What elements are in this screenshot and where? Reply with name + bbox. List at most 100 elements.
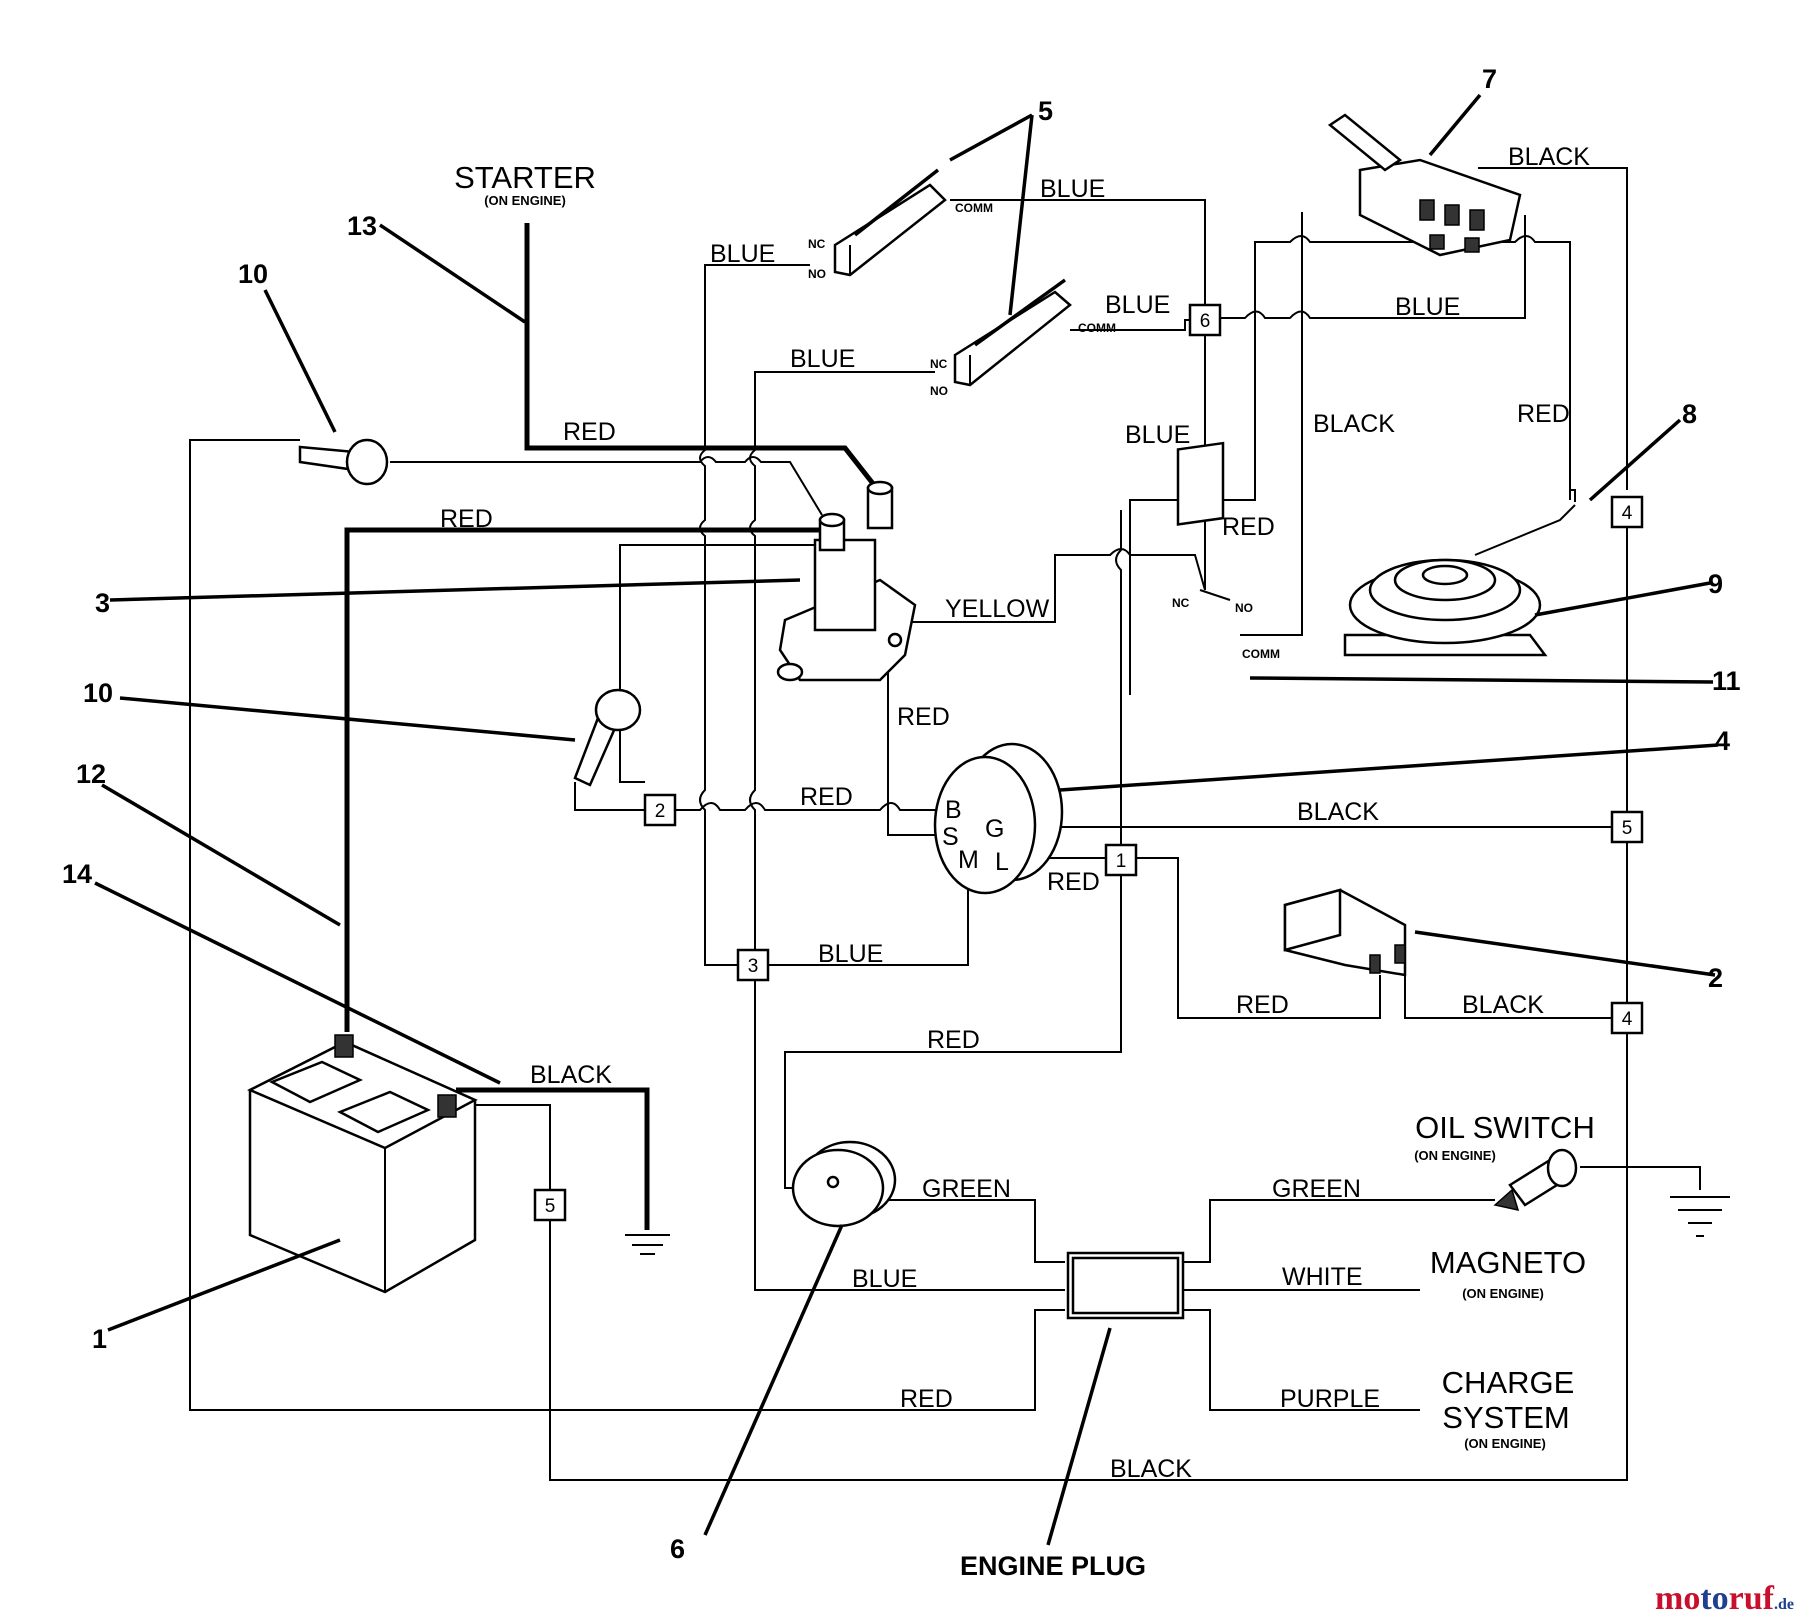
svg-text:L: L — [995, 848, 1009, 876]
wire-blue-3-down — [754, 980, 1065, 1291]
wire-blue-comm2 — [1070, 319, 1190, 331]
svg-text:NC: NC — [1172, 596, 1190, 610]
starter-label: STARTER — [454, 160, 596, 195]
starter-solenoid — [776, 480, 917, 682]
wire-label: RED — [1236, 991, 1289, 1019]
starter-sublabel: (ON ENGINE) — [484, 193, 566, 208]
wire-label: PURPLE — [1280, 1385, 1380, 1413]
connector-2: 2 — [643, 793, 677, 827]
brake-switch: NC NO COMM — [1172, 441, 1280, 661]
wire-label: BLACK — [1313, 410, 1395, 438]
wire-label: BLACK — [1462, 991, 1544, 1019]
plunger-switch-mid — [573, 688, 642, 787]
callout-5: 5 — [1038, 96, 1053, 126]
wire-blue-sw2 — [749, 371, 935, 950]
wire-label: GREEN — [1272, 1175, 1361, 1203]
engine-plug — [1066, 1251, 1185, 1320]
wire-label: BLACK — [530, 1061, 612, 1089]
wire-1-right — [1136, 857, 1381, 1019]
svg-text:5: 5 — [545, 1196, 556, 1217]
svg-text:NC: NC — [930, 357, 948, 371]
watermark-part: mo — [1655, 1580, 1701, 1617]
callout-7: 7 — [1482, 64, 1497, 94]
wire-red-ignition — [675, 802, 940, 811]
svg-text:NO: NO — [930, 384, 948, 398]
wire-black-no — [1240, 212, 1303, 636]
watermark-part: to — [1700, 1580, 1729, 1617]
connector-3: 3 — [736, 948, 770, 982]
wire-label: GREEN — [922, 1175, 1011, 1203]
wire-purple — [1183, 1309, 1420, 1411]
connector-4-top: 4 — [1610, 495, 1644, 529]
wire-battery-5 — [460, 1104, 551, 1190]
wire-label: BLUE — [1395, 293, 1460, 321]
svg-text:COMM: COMM — [1242, 647, 1280, 661]
light-switch — [1327, 113, 1522, 257]
wire-label: YELLOW — [945, 595, 1050, 623]
svg-text:B: B — [945, 796, 962, 824]
wire-red-solenoid-down — [887, 670, 940, 836]
callout-numbers: 1 2 3 4 5 6 7 8 9 10 10 11 12 13 14 — [62, 64, 1741, 1564]
battery — [247, 1034, 478, 1294]
connector-5-battery: 5 — [533, 1188, 567, 1222]
callout-13: 13 — [347, 211, 377, 241]
callout-10-top: 10 — [238, 259, 268, 289]
wire-label: RED — [1222, 513, 1275, 541]
watermark-part: ruf — [1728, 1580, 1774, 1617]
svg-text:4: 4 — [1622, 1009, 1633, 1030]
watermark-logo: motoruf.de — [1655, 1580, 1794, 1618]
svg-text:NO: NO — [808, 267, 826, 281]
wire-red-sol-left — [619, 544, 823, 783]
connectors: 6 4 2 5 1 3 4 5 — [533, 303, 1644, 1222]
callout-12: 12 — [76, 759, 106, 789]
svg-text:COMM: COMM — [1078, 321, 1116, 335]
leader-lines — [94, 93, 1719, 1546]
wire-green-left — [880, 1199, 1065, 1263]
connector-6: 6 — [1188, 303, 1222, 337]
wire-label: RED — [440, 505, 493, 533]
svg-text:4: 4 — [1622, 503, 1633, 524]
wire-label: BLACK — [1508, 143, 1590, 171]
magneto-sublabel: (ON ENGINE) — [1462, 1286, 1544, 1301]
callout-10-mid: 10 — [83, 678, 113, 708]
wire-label: BLUE — [1125, 421, 1190, 449]
wire-green-right — [1183, 1199, 1495, 1263]
wire-label: BLUE — [818, 940, 883, 968]
wire-starter — [524, 223, 880, 492]
svg-text:COMM: COMM — [955, 201, 993, 215]
wire-red-limit — [1130, 554, 1206, 591]
wire-label: BLACK — [1297, 798, 1379, 826]
wire-label: RED — [927, 1026, 980, 1054]
charge-label: CHARGE — [1442, 1365, 1575, 1400]
wire-label: RED — [897, 703, 950, 731]
wire-red-loop — [189, 439, 1065, 1411]
engine-plug-label: ENGINE PLUG — [960, 1551, 1146, 1581]
ignition-switch: B S G M L — [933, 742, 1064, 895]
wire-label: BLUE — [710, 240, 775, 268]
wire-label: RED — [1517, 400, 1570, 428]
wire-label: RED — [563, 418, 616, 446]
wire-label: BLUE — [1105, 291, 1170, 319]
wire-seat — [390, 456, 823, 516]
system-label: SYSTEM — [1442, 1400, 1569, 1435]
magneto-label: MAGNETO — [1430, 1245, 1586, 1280]
wire-battery-black — [456, 1087, 650, 1230]
callout-4: 4 — [1715, 726, 1730, 756]
wire-oil-ground — [1580, 1166, 1701, 1190]
wire-1-up — [1115, 510, 1122, 845]
watermark-part: .de — [1774, 1596, 1794, 1613]
oil-switch-sublabel: (ON ENGINE) — [1414, 1148, 1496, 1163]
wire-black-hour — [1404, 975, 1612, 1019]
ground-symbol-oil — [1670, 1196, 1730, 1237]
oil-switch-label: OIL SWITCH — [1415, 1110, 1595, 1145]
connector-5-right: 5 — [1610, 810, 1644, 844]
wire-red-2 — [574, 782, 645, 811]
svg-text:3: 3 — [748, 956, 759, 977]
svg-text:6: 6 — [1200, 311, 1211, 332]
svg-text:2: 2 — [655, 801, 666, 822]
oil-switch — [1493, 1148, 1578, 1212]
wire-red-clutch — [1570, 489, 1576, 502]
svg-text:NO: NO — [1235, 601, 1253, 615]
wire-black-upper — [1478, 167, 1628, 490]
